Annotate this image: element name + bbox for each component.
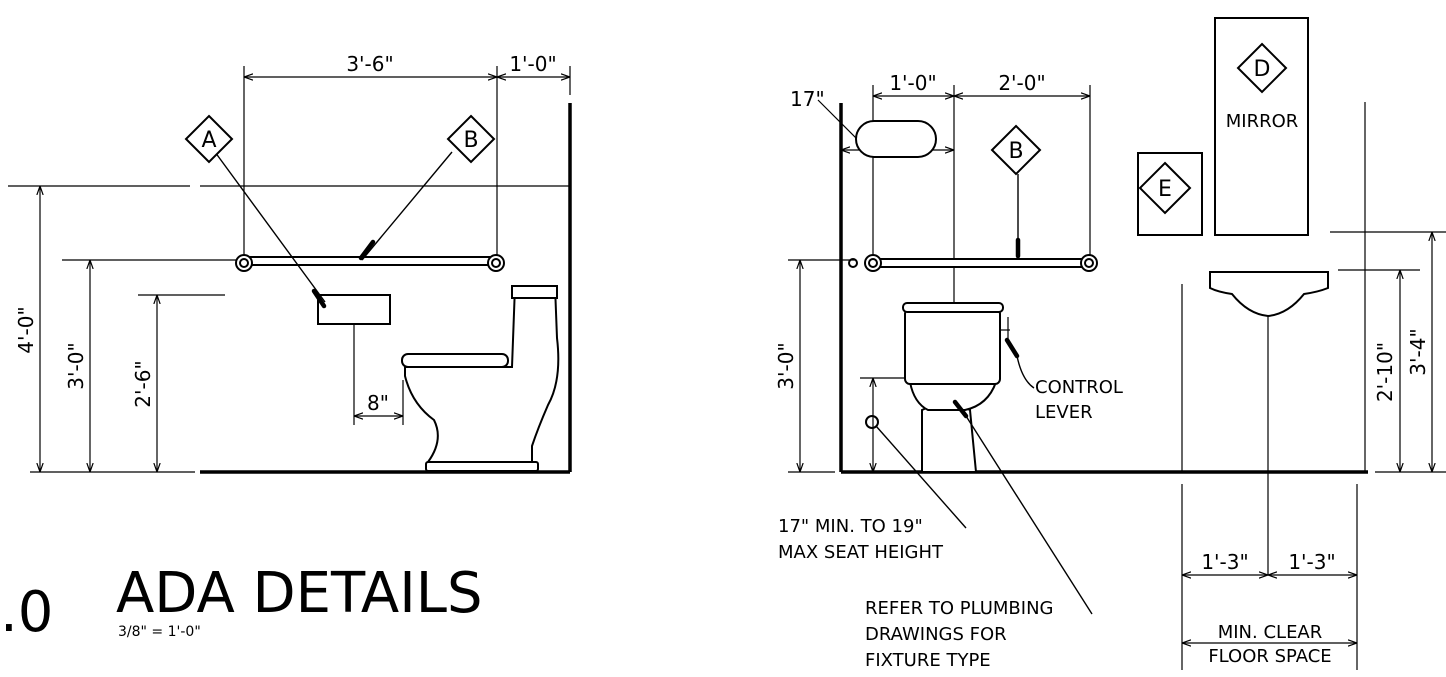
dim-lavatory-height: 2'-10" <box>1373 342 1397 402</box>
svg-text:B: B <box>463 128 478 153</box>
dim-mirror-height: 3'-4" <box>1406 328 1430 375</box>
dim-clear-left: 1'-3" <box>1201 550 1248 574</box>
toilet-side-view <box>401 285 560 472</box>
seat-height-label-1: 17" MIN. TO 19" <box>778 516 923 537</box>
dim-grab-bar-offset: 1'-0" <box>509 52 556 76</box>
title-number: .0 <box>0 580 53 645</box>
tag-d: D <box>1236 42 1288 94</box>
title-name: ADA DETAILS <box>116 561 483 626</box>
tag-b-right: B <box>990 124 1042 176</box>
left-elevation: 3'-6" 1'-0" 4'-0" 3'-0" 2'-6" 8" <box>8 52 572 474</box>
dim-grab-bar-height-right: 3'-0" <box>774 342 798 389</box>
svg-text:B: B <box>1008 139 1023 164</box>
tag-a: A <box>184 114 234 164</box>
plumbing-label-1: REFER TO PLUMBING <box>865 598 1053 619</box>
dim-grab-bar-height: 3'-0" <box>64 342 88 389</box>
toilet-front-view <box>902 302 1004 473</box>
control-lever-label-2: LEVER <box>1035 402 1093 423</box>
dim-overall-height: 4'-0" <box>14 306 38 353</box>
svg-text:D: D <box>1254 57 1271 82</box>
dim-clear-right: 1'-3" <box>1288 550 1335 574</box>
svg-text:A: A <box>201 128 216 153</box>
accessory-e <box>1137 152 1203 236</box>
plumbing-label-2: DRAWINGS FOR <box>865 624 1007 645</box>
title-scale: 3/8" = 1'-0" <box>118 624 201 640</box>
tag-b-left: B <box>446 114 496 164</box>
dim-17: 17" <box>790 87 825 111</box>
dim-2-0: 2'-0" <box>998 71 1045 95</box>
seat-height-label-2: MAX SEAT HEIGHT <box>778 542 944 563</box>
mirror-label: MIRROR <box>1226 111 1299 132</box>
control-lever-label-1: CONTROL <box>1035 377 1123 398</box>
svg-text:E: E <box>1158 177 1172 202</box>
clear-floor-label-1: MIN. CLEAR <box>1218 622 1323 643</box>
mirror <box>1214 17 1309 236</box>
plumbing-label-3: FIXTURE TYPE <box>865 650 991 671</box>
clear-floor-label-2: FLOOR SPACE <box>1208 646 1331 667</box>
grab-bar <box>243 256 498 266</box>
dim-dispenser-offset: 8" <box>367 391 389 415</box>
drawing-title: .0 ADA DETAILS 3/8" = 1'-0" <box>0 561 483 645</box>
grab-bar-right <box>871 258 1091 268</box>
lavatory <box>1209 271 1329 318</box>
dim-dispenser-height: 2'-6" <box>131 360 155 407</box>
dim-grab-bar-width: 3'-6" <box>346 52 393 76</box>
tag-e: E <box>1138 161 1192 215</box>
paper-holder <box>855 120 937 158</box>
right-elevation: 1'-0" 2'-0" 17" 3'-0" <box>774 17 1446 671</box>
dim-1-0: 1'-0" <box>889 71 936 95</box>
paper-dispenser <box>317 294 391 325</box>
